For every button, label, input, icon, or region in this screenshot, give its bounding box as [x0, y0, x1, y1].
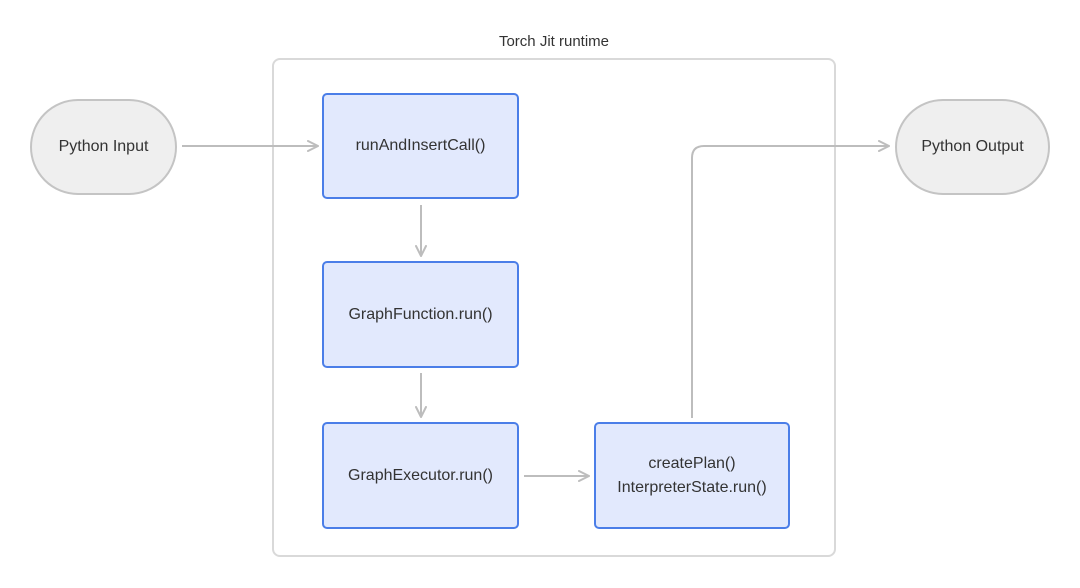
python-input-label: Python Input: [58, 138, 149, 155]
runandinsertcall-label: runAndInsertCall(): [355, 137, 486, 154]
runandinsertcall-node: runAndInsertCall(): [322, 93, 519, 199]
python-input-node: Python Input: [30, 99, 177, 195]
createplan-label: createPlan(): [648, 454, 736, 472]
graphexecutor-run-node: GraphExecutor.run(): [322, 422, 519, 529]
python-output-node: Python Output: [895, 99, 1050, 195]
graphexecutor-run-label: GraphExecutor.run(): [348, 466, 493, 484]
graphfunction-run-label: GraphFunction.run(): [348, 305, 493, 323]
arrow-createplan-to-output: [691, 140, 890, 418]
createplan-interpreterstate-node: createPlan() InterpreterState.run(): [594, 422, 790, 529]
python-output-label: Python Output: [921, 138, 1024, 155]
interpreterstate-run-label: InterpreterState.run(): [617, 478, 767, 496]
runtime-container-title: Torch Jit runtime: [498, 33, 610, 50]
graphfunction-run-node: GraphFunction.run(): [322, 261, 519, 368]
